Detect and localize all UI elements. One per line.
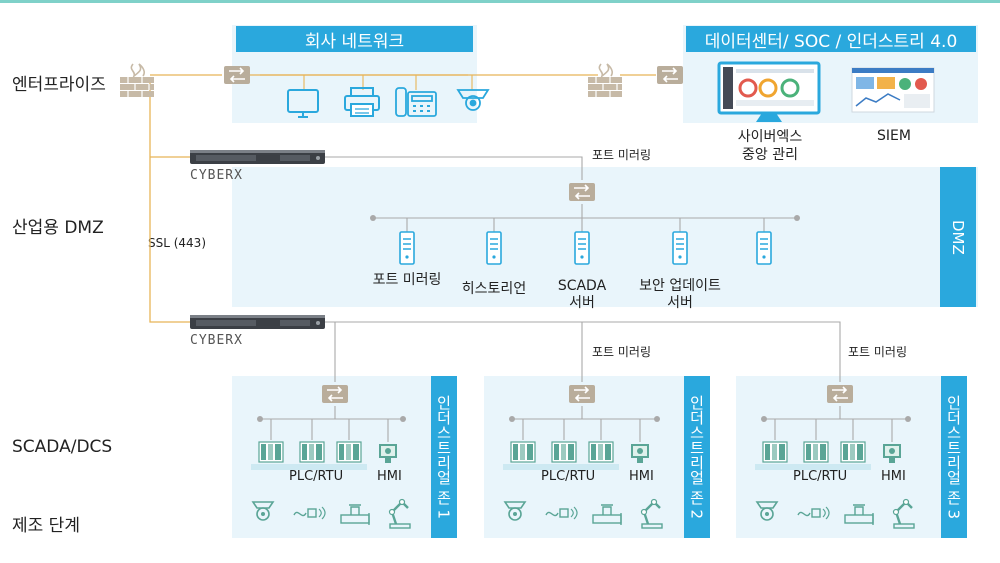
dmz-server-4-label: 보안 업데이트 서버	[639, 278, 721, 311]
level-enterprise-label: 엔터프라이즈	[12, 75, 106, 95]
zone3-switch-icon	[826, 384, 854, 404]
siem-console-icon	[851, 67, 935, 113]
monitor-icon	[287, 89, 319, 118]
dmz-switch-icon	[568, 182, 596, 202]
zone1-devices	[251, 441, 412, 530]
port-mirroring-zone2-label: 포트 미러링	[592, 345, 652, 359]
level-dmz-label: 산업용 DMZ	[12, 218, 104, 238]
dmz-server-3-label: SCADA 서버	[557, 278, 607, 311]
phone-icon	[395, 87, 437, 117]
zone-3-side-label: 인더스트리얼 존 3	[941, 376, 967, 538]
cyberx-management-label: 사이버엑스 중앙 관리	[737, 129, 803, 163]
zone1-hmi-label: HMI	[377, 469, 402, 484]
zone3-hmi-label: HMI	[881, 469, 906, 484]
ssl-label: SSL (443)	[148, 236, 207, 250]
port-mirroring-dmz-label: 포트 미러링	[592, 148, 652, 162]
zone-2-side-label: 인더스트리얼 존 2	[684, 376, 710, 538]
cyberx-appliance-dmz	[190, 150, 325, 164]
zone3-plc-label: PLC/RTU	[793, 469, 848, 484]
printer-icon	[344, 87, 380, 117]
zone2-hmi-label: HMI	[629, 469, 654, 484]
cyberx-console-icon	[717, 61, 821, 122]
datacenter-firewall-icon	[587, 63, 623, 98]
dmz-server-2-label: 히스토리언	[461, 281, 527, 297]
port-mirroring-zone3-label: 포트 미러링	[848, 345, 908, 359]
zone2-switch-icon	[568, 384, 596, 404]
corporate-network-header: 회사 네트워크	[236, 26, 473, 52]
zone2-devices	[503, 441, 664, 530]
cyberx-appliance-ot	[190, 315, 325, 329]
cyberx-logo-dmz: CYBERX	[190, 168, 243, 183]
level-manufacturing-label: 제조 단계	[12, 516, 80, 536]
top-divider	[0, 0, 1000, 3]
dmz-side-label: DMZ	[940, 167, 976, 307]
zone1-switch-icon	[321, 384, 349, 404]
siem-label: SIEM	[877, 128, 911, 144]
cyberx-logo-ot: CYBERX	[190, 333, 243, 348]
enterprise-firewall-icon	[119, 63, 155, 98]
ip-camera-icon	[456, 89, 490, 111]
zone3-devices	[755, 441, 916, 530]
zone2-plc-label: PLC/RTU	[541, 469, 596, 484]
datacenter-header: 데이터센터/ SOC / 인더스트리 4.0	[686, 26, 976, 52]
dmz-server-1-label: 포트 미러링	[372, 272, 442, 288]
dmz-zone	[232, 167, 978, 307]
level-scada-label: SCADA/DCS	[12, 437, 113, 457]
zone1-plc-label: PLC/RTU	[289, 469, 344, 484]
zone-1-side-label: 인더스트리얼 존 1	[431, 376, 457, 538]
